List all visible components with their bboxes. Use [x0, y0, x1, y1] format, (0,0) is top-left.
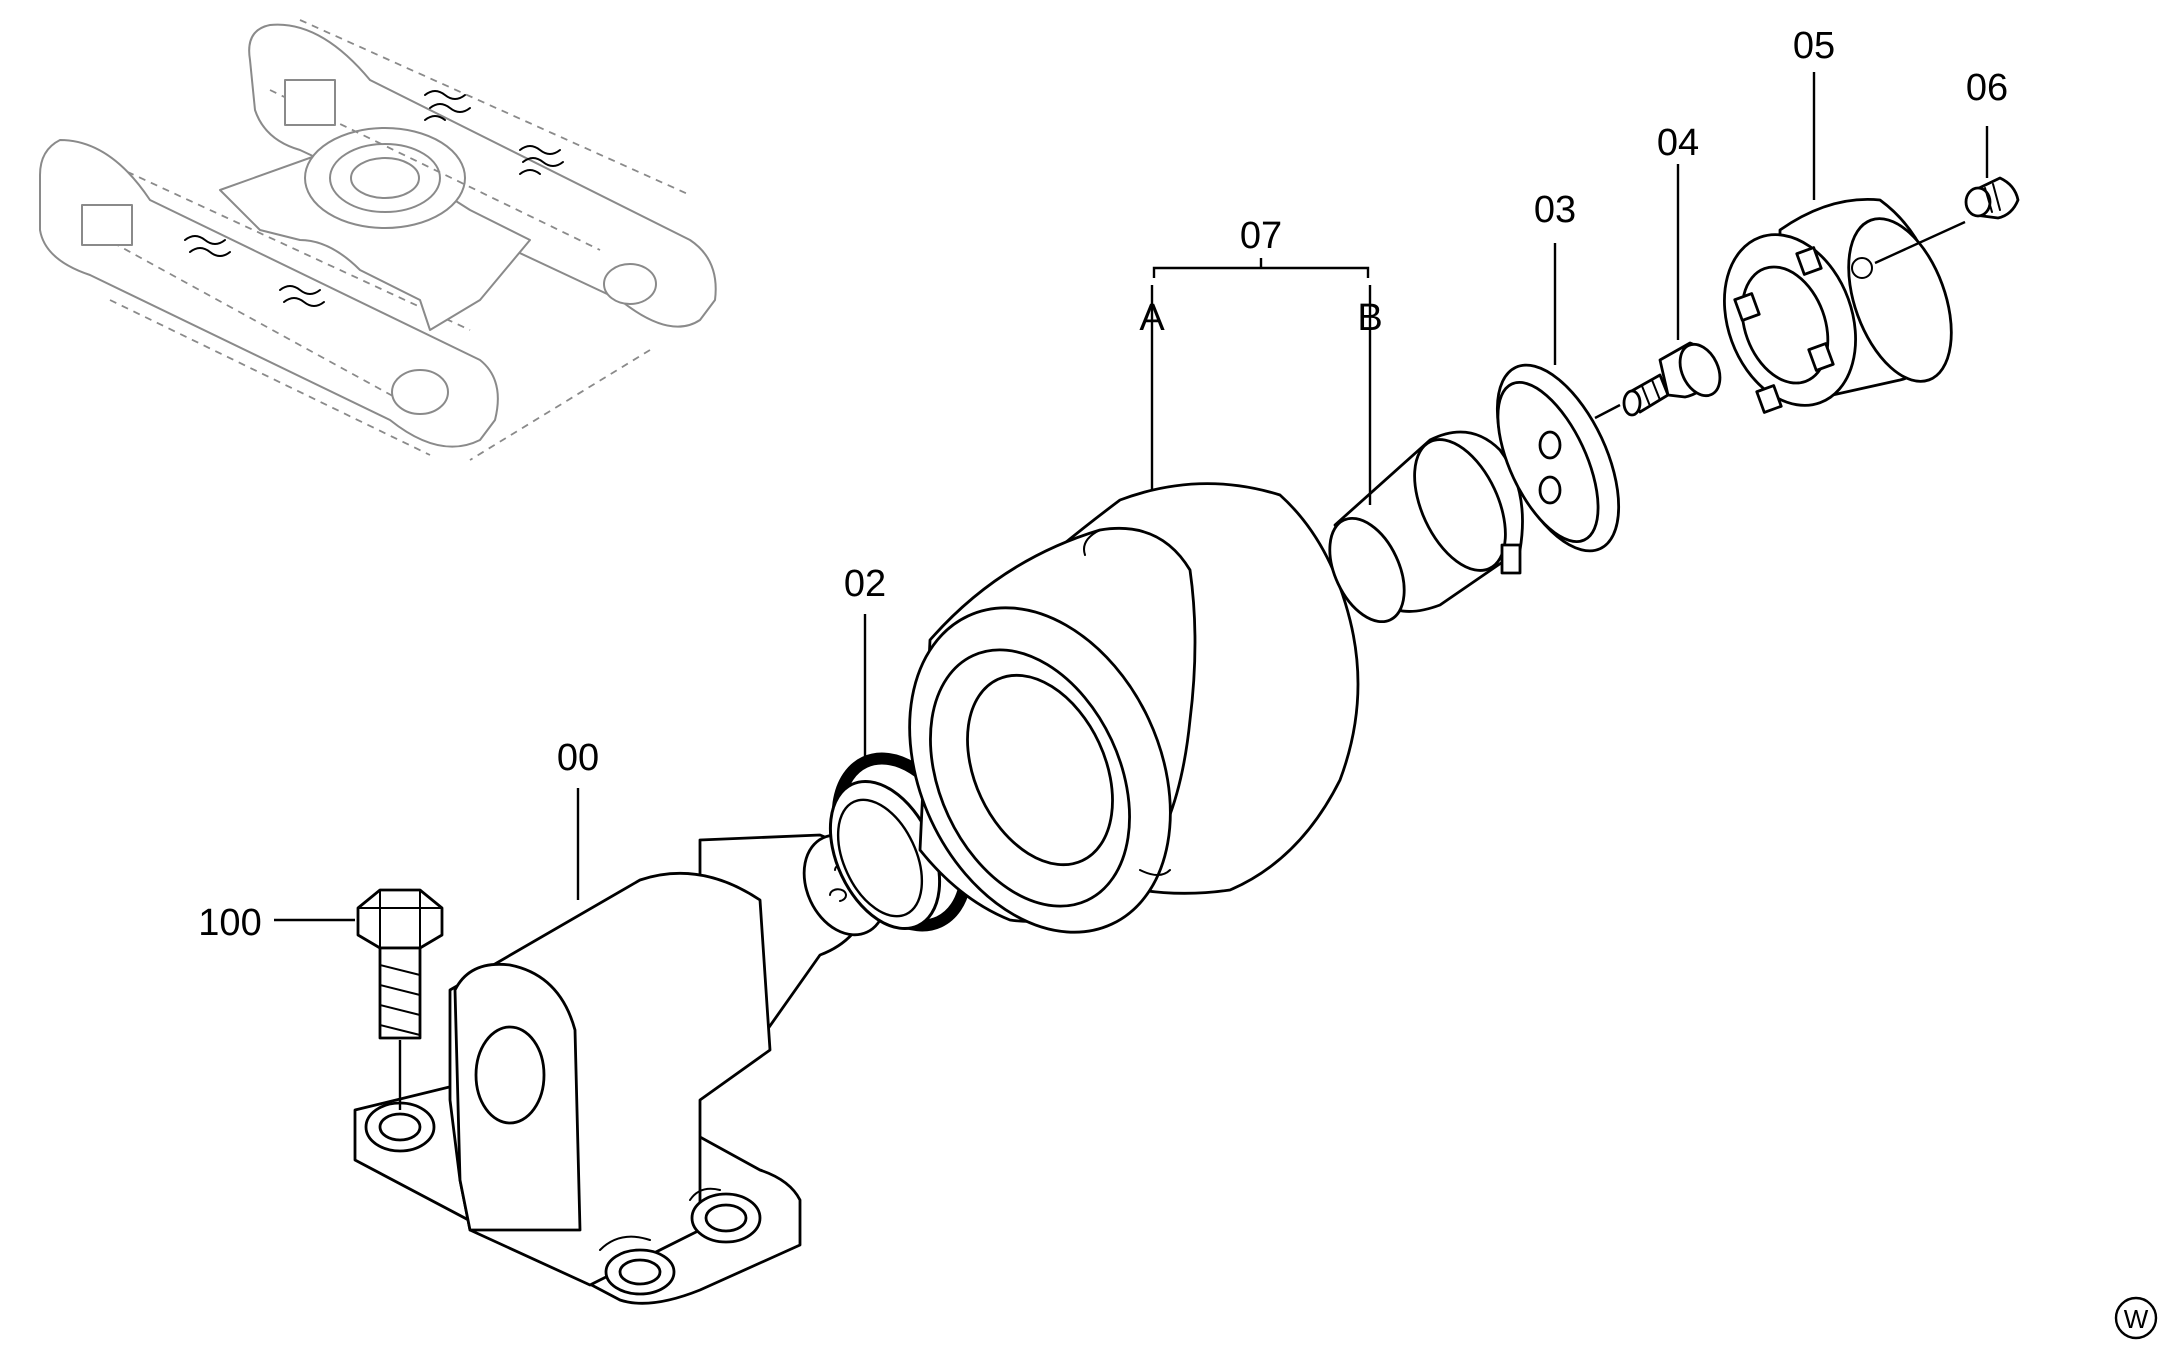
- label-part-00: 00: [557, 737, 599, 779]
- label-part-03: 03: [1534, 189, 1576, 231]
- label-part-05: 05: [1793, 25, 1835, 67]
- part-06-plug: [1964, 176, 2020, 220]
- part-07a-roller-body: [908, 482, 1360, 934]
- label-part-04: 04: [1657, 122, 1699, 164]
- part-04-screw: [1594, 341, 1722, 420]
- corner-w-mark: W: [2114, 1296, 2158, 1340]
- part-03-thrust-plate: [1495, 363, 1621, 553]
- label-part-06: 06: [1966, 67, 2008, 109]
- label-part-07-b: B: [1357, 297, 1382, 339]
- label-part-100: 100: [198, 902, 261, 944]
- part-05-end-cap: [1723, 198, 1966, 414]
- callout-labels: 00 02 07 A B 03 04 05 06 100: [198, 25, 2008, 944]
- corner-w-letter: W: [2124, 1304, 2149, 1334]
- label-part-07: 07: [1240, 215, 1282, 257]
- part-07b-sleeve: [1328, 430, 1524, 624]
- part-00-bracket: [353, 833, 888, 1305]
- track-frame-inset: [39, 19, 717, 461]
- inset-spring-icon: [184, 90, 564, 307]
- leader-lines: [274, 72, 1989, 922]
- label-part-07-a: A: [1139, 297, 1165, 339]
- part-100-hex-bolt: [356, 888, 444, 1110]
- label-part-02: 02: [844, 563, 886, 605]
